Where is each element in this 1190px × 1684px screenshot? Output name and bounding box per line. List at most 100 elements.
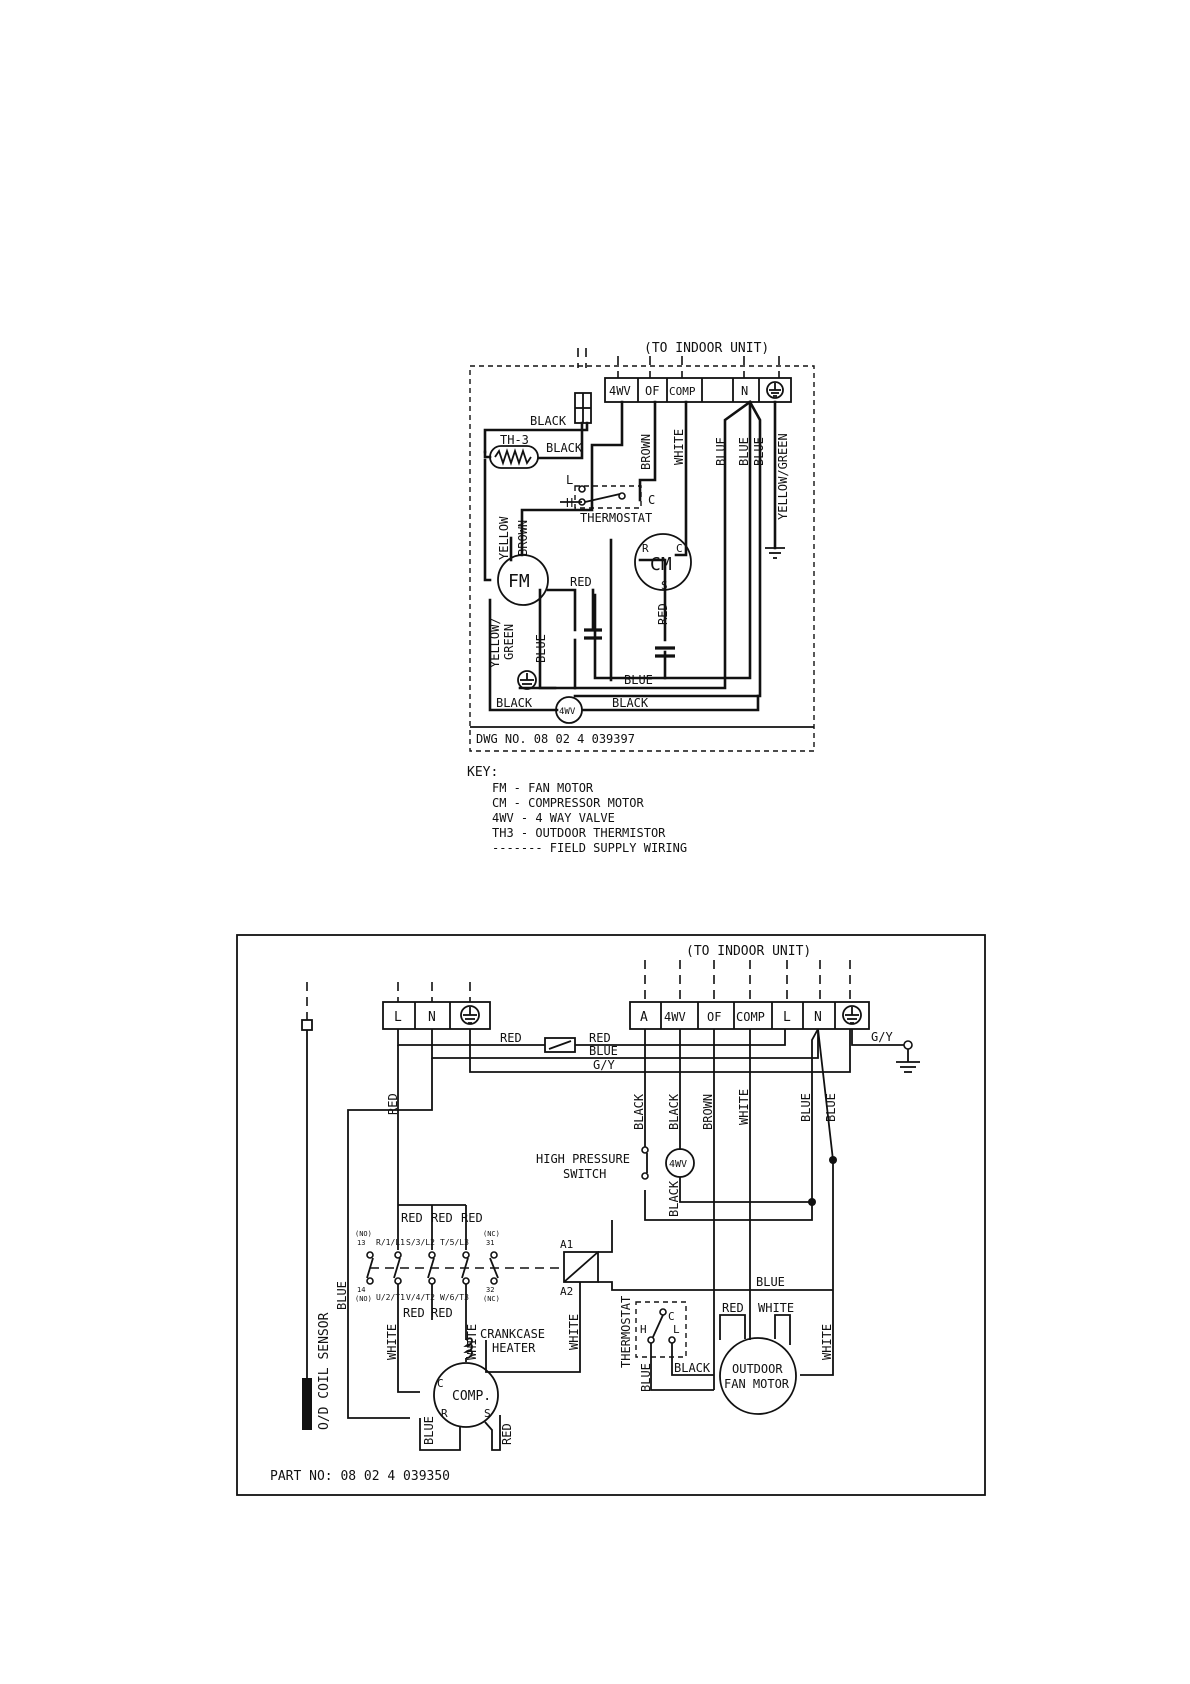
four-way-valve-icon [555,696,583,724]
contactor-label-u2t1: U/2/T1 [376,1293,405,1302]
key-item-th3: TH3 - OUTDOOR THERMISTOR [492,826,666,840]
wire-label-brown-v: BROWN [639,434,653,470]
comp-c-label: C [437,1377,444,1390]
sensor-label: O/D COIL SENSOR [317,1312,332,1430]
wire-label-blue-comp: BLUE [422,1416,436,1445]
wire-label-blue-2: BLUE [737,437,751,466]
wire-label-red-top-2: RED [589,1031,611,1045]
key-legend: KEY: FM - FAN MOTOR CM - COMPRESSOR MOTO… [467,765,687,855]
contactor-label-r1l1: R/1/L1 [376,1238,405,1247]
wire-label-white-fan: WHITE [758,1301,794,1315]
valve-label: 4WV [559,707,576,717]
wire-label-blue-1: BLUE [714,437,728,466]
wire-label-gy-right: G/Y [871,1030,893,1044]
terminal-of: OF [707,1010,721,1024]
contactor-label-s3l2: S/3/L2 [406,1238,435,1247]
wire-label-red-top-1: RED [500,1031,522,1045]
th3-label: TH-3 [500,433,529,447]
aux-right-bottom-32: 32 [486,1286,494,1294]
ground-right-icon [896,1040,920,1073]
wire-label-blue-1: BLUE [799,1093,813,1122]
key-item-4wv: 4WV - 4 WAY VALVE [492,811,615,825]
wire-label-black-top: BLACK [530,414,567,428]
aux-left-top-13: 13 [357,1239,365,1247]
outdoor-fan-motor-icon [719,1337,797,1415]
part-number: PART NO: 08 02 4 039350 [270,1469,450,1484]
drawing-number: DWG NO. 08 02 4 039397 [476,732,635,746]
high-pressure-switch-icon [641,1146,649,1180]
four-way-valve-icon-2 [665,1148,695,1178]
wire-label-brown-fm: BROWN [516,520,530,556]
comp-r-label: R [441,1407,448,1420]
contactor-label-w6t3: W/6/T3 [440,1293,469,1302]
contactor-label-t5l3: T/5/L3 [440,1238,469,1247]
diagram1-to-indoor-label: (TO INDOOR UNIT) [644,341,769,356]
wire-label-blue-2: BLUE [824,1093,838,1122]
contactor-bottom-red-2: RED [431,1306,453,1320]
key-item-cm: CM - COMPRESSOR MOTOR [492,796,644,810]
thermistor-th3-icon [489,445,539,469]
earth-terminal-right-icon [842,1005,862,1025]
compressor-c-label: C [676,542,683,555]
thermostat-c-label: C [648,493,655,507]
thermostat-label-2: THERMOSTAT [619,1296,633,1368]
thermostat-label: THERMOSTAT [580,511,652,525]
hps-label-2: SWITCH [563,1167,606,1181]
fan-motor-icon [497,554,549,606]
fan-motor-label: FM [508,571,530,592]
wire-label-white-a2: WHITE [567,1314,581,1350]
compressor-s-label: S [661,579,668,592]
crankcase-label-2: HEATER [492,1341,536,1355]
wire-label-blue-bottom: BLUE [624,673,653,687]
crankcase-label-1: CRANKCASE [480,1327,545,1341]
compressor-motor-icon [634,533,692,591]
fan-motor-ground-icon [517,670,537,690]
wire-label-black-left: BLACK [496,696,533,710]
diagram1-terminal-block: 4WV OF COMP N [604,377,792,403]
contactor-top-red-3: RED [461,1211,483,1225]
wire-label-black-right: BLACK [612,696,649,710]
aux-right-top-31: 31 [486,1239,494,1247]
aux-right-top-nc: (NC) [483,1230,500,1238]
plug-connector-icon [574,392,592,424]
crankcase-heater-icon [463,1337,473,1359]
terminal-left-n: N [428,1010,436,1025]
wire-label-blue-left: BLUE [335,1281,349,1310]
diagram2-left-terminal-block: L N [382,1001,491,1030]
diagram-2: (TO INDOOR UNIT) L N A 4WV OF [236,934,986,1496]
diagram1-dashed-border [469,365,815,752]
wire-label-blue-fm: BLUE [534,634,548,663]
wire-label-black-th3: BLACK [546,441,583,455]
wire-label-blue-top: BLUE [589,1044,618,1058]
aux-right-bottom-nc: (NC) [483,1295,500,1303]
aux-left-bottom-no: (NO) [355,1295,372,1303]
hps-label-1: HIGH PRESSURE [536,1152,630,1166]
wire-label-blue-3: BLUE [752,437,766,466]
thermo-h-label: H [640,1323,647,1336]
coil-a2-label: A2 [560,1285,573,1298]
wire-label-red-fan: RED [722,1301,744,1315]
wire-label-white-left: WHITE [385,1324,399,1360]
thermostat-l-label: L [566,473,573,487]
terminal-n: N [741,384,748,398]
wire-label-black-1: BLACK [632,1093,646,1130]
wire-label-red-comp: RED [500,1423,514,1445]
wire-label-gy-top: G/Y [593,1058,615,1072]
compressor-capacitor-icon [655,646,675,658]
wire-label-white-mid: WHITE [465,1324,479,1360]
wire-label-red-cm: RED [656,603,670,625]
terminal-comp: COMP [669,385,696,398]
compressor-motor-label: CM [650,554,672,575]
wire-label-red: RED [570,575,592,589]
thermo-c-label: C [668,1310,675,1323]
terminal-4wv: 4WV [664,1010,686,1024]
wire-label-white: WHITE [737,1089,751,1125]
terminal-of: OF [645,384,659,398]
diagram2-border [236,934,986,1496]
aux-left-top-no: (NO) [355,1230,372,1238]
compressor-icon [433,1362,499,1428]
aux-left-bottom-14: 14 [357,1286,365,1294]
earth-terminal-icon [766,381,784,399]
wire-label-red-left: RED [386,1093,400,1115]
terminal-n: N [814,1010,822,1025]
